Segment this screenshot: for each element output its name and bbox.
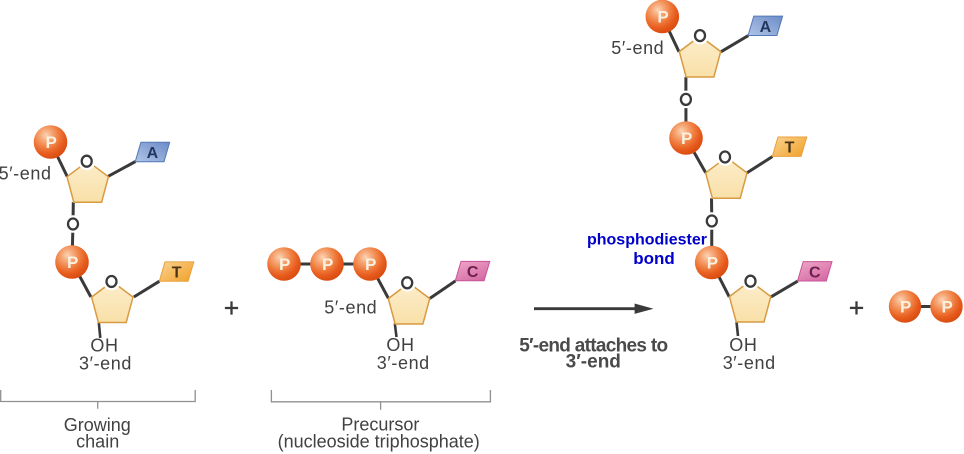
svg-text:P: P (900, 298, 911, 317)
svg-text:5′-end: 5′-end (0, 164, 52, 184)
svg-text:bond: bond (633, 249, 675, 268)
svg-text:P: P (322, 255, 333, 274)
svg-text:A: A (760, 19, 772, 36)
svg-text:P: P (942, 298, 953, 317)
svg-text:T: T (785, 140, 795, 157)
svg-text:P: P (681, 129, 692, 148)
svg-text:Precursor: Precursor (341, 414, 419, 434)
svg-text:C: C (467, 264, 479, 281)
svg-text:chain: chain (76, 432, 119, 452)
svg-text:P: P (279, 255, 290, 274)
svg-text:3′-end: 3′-end (723, 353, 776, 373)
svg-text:P: P (67, 253, 78, 272)
svg-text:5′-end: 5′-end (324, 297, 377, 317)
svg-text:3′-end: 3′-end (377, 353, 430, 373)
svg-text:5′-end: 5′-end (611, 38, 664, 58)
svg-text:OH: OH (729, 335, 757, 355)
svg-text:P: P (657, 8, 668, 27)
svg-text:phosphodiester: phosphodiester (587, 232, 707, 249)
svg-text:3′-end: 3′-end (79, 353, 132, 373)
svg-text:C: C (809, 264, 821, 281)
svg-text:OH: OH (90, 335, 118, 355)
svg-text:P: P (46, 133, 57, 152)
svg-text:OH: OH (386, 335, 414, 355)
svg-text:P: P (365, 255, 376, 274)
svg-text:Growing: Growing (64, 415, 131, 435)
svg-text:(nucleoside triphosphate): (nucleoside triphosphate) (278, 432, 480, 452)
svg-text:P: P (707, 254, 718, 273)
svg-text:T: T (172, 265, 182, 282)
svg-text:5′-end attaches to: 5′-end attaches to (519, 336, 667, 357)
svg-text:A: A (147, 145, 159, 162)
svg-text:3′-end: 3′-end (566, 351, 621, 372)
